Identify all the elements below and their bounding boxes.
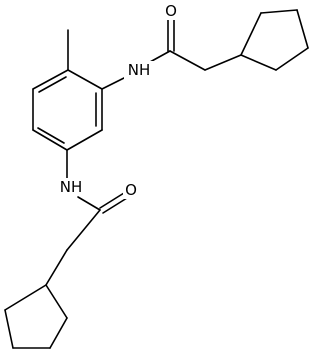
svg-text:NH: NH [60,178,83,196]
upper-acetamide-chain [101,19,242,90]
upper-cyclopentyl-ring [240,9,309,71]
lower-cyclopentyl-ring [4,284,68,349]
lower-acetamide-chain [45,149,128,286]
atom-label-oxygen-upper: O [163,2,179,20]
atom-label-nh-lower: NH [56,178,86,196]
svg-text:NH: NH [128,61,151,79]
svg-text:O: O [125,181,137,199]
benzene-ring [32,69,103,151]
atom-label-nh-upper: NH [124,61,154,79]
atom-label-oxygen-lower: O [123,181,139,199]
chemical-structure: O NH NH O [4,2,309,349]
svg-text:O: O [165,2,177,20]
